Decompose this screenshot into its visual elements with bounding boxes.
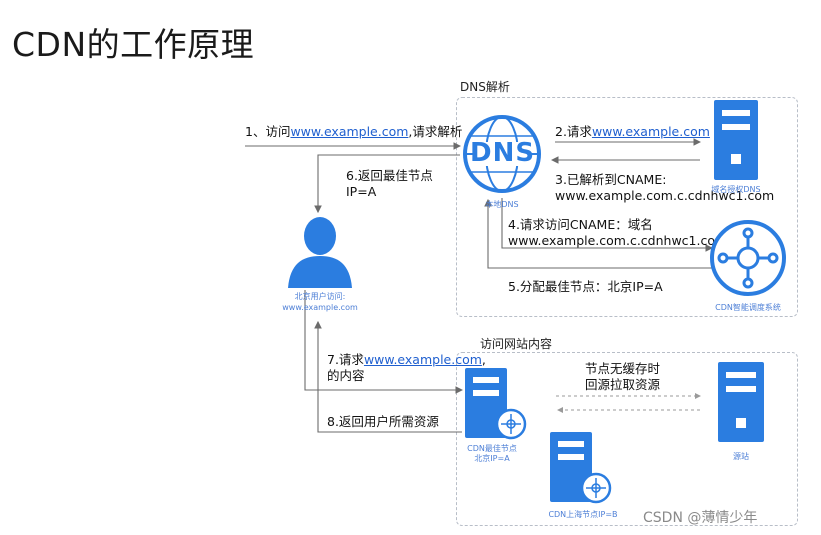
cdn-shanghai-node-label: CDN上海节点IP=B — [548, 510, 618, 519]
step2-url[interactable]: www.example.com — [591, 124, 710, 139]
step7-text: 7.请求www.example.com, 的内容 — [327, 352, 486, 384]
step7-comma: , — [481, 352, 486, 367]
dns-globe-icon — [463, 115, 541, 193]
arrow-step6 — [314, 154, 460, 214]
csdn-watermark: CSDN @薄情少年 — [643, 510, 758, 526]
step3-line1: 3.已解析到CNAME: — [555, 172, 667, 187]
dns-section-label: DNS解析 — [460, 80, 510, 94]
step7-url[interactable]: www.example.com — [363, 352, 482, 367]
origin-fetch-line1: 节点无缓存时 — [585, 361, 661, 376]
cdn-scheduler-icon — [710, 220, 786, 296]
step1-suffix: ,请求解析 — [408, 124, 463, 139]
user-icon — [288, 217, 352, 288]
step1-prefix: 1、访问 — [245, 124, 291, 139]
arrow-step5 — [484, 198, 712, 269]
dns-resolution-box — [456, 97, 798, 317]
user-label: 北京用户访问: www.example.com — [268, 291, 372, 313]
step2-prefix: 2.请求 — [555, 124, 592, 139]
page-title: CDN的工作原理 — [12, 25, 255, 64]
user-label-line1: 北京用户访问: — [294, 292, 346, 301]
step7-line1: 7.请求www.example.com, — [327, 352, 486, 368]
origin-fetch-text: 节点无缓存时 回源拉取资源 — [585, 361, 660, 393]
step3-text: 3.已解析到CNAME: www.example.com.c.cdnhwc1.c… — [555, 172, 774, 204]
step1-text: 1、访问www.example.com,请求解析 — [245, 124, 462, 140]
user-label-line2: www.example.com — [282, 303, 358, 312]
step6-line2: IP=A — [346, 184, 377, 199]
content-section-label: 访问网站内容 — [480, 337, 553, 351]
step7-prefix: 7.请求 — [327, 352, 364, 367]
cdn-best-node-label: CDN最佳节点 北京IP=A — [455, 444, 529, 464]
content-access-box — [456, 352, 798, 526]
auth-dns-server-icon — [714, 100, 758, 180]
step8-text: 8.返回用户所需资源 — [327, 414, 439, 429]
arrow-step7 — [304, 290, 464, 394]
step4-line2: www.example.com.c.cdnhwc1.com — [508, 233, 728, 248]
step6-line1: 6.返回最佳节点 — [346, 168, 433, 183]
auth-dns-label: 域名授权DNS — [711, 185, 761, 194]
origin-label: 源站 — [733, 452, 749, 461]
step3-line2: www.example.com.c.cdnhwc1.com — [555, 188, 775, 203]
cdn-best-node-line2: 北京IP=A — [474, 454, 510, 463]
step4-line1: 4.请求访问CNAME：域名 — [508, 217, 653, 232]
dns-icon-text: DNS — [470, 138, 536, 168]
step4-text: 4.请求访问CNAME：域名 www.example.com.c.cdnhwc1… — [508, 217, 727, 249]
step1-url[interactable]: www.example.com — [290, 124, 409, 139]
cdn-shanghai-server-icon — [550, 432, 612, 504]
origin-fetch-line2: 回源拉取资源 — [585, 377, 661, 392]
arrow-step8 — [314, 320, 462, 433]
cdn-scheduler-label: CDN智能调度系统 — [715, 303, 781, 312]
arrow-step4 — [501, 198, 714, 252]
step6-text: 6.返回最佳节点 IP=A — [346, 168, 433, 200]
local-dns-label: 本地DNS — [485, 200, 519, 209]
origin-server-icon — [718, 362, 764, 442]
cdn-best-node-line1: CDN最佳节点 — [467, 444, 517, 453]
step5-text: 5.分配最佳节点：北京IP=A — [508, 279, 663, 294]
step2-text: 2.请求www.example.com — [555, 124, 710, 140]
step7-line2: 的内容 — [327, 368, 365, 383]
cdn-beijing-server-icon — [465, 368, 527, 440]
